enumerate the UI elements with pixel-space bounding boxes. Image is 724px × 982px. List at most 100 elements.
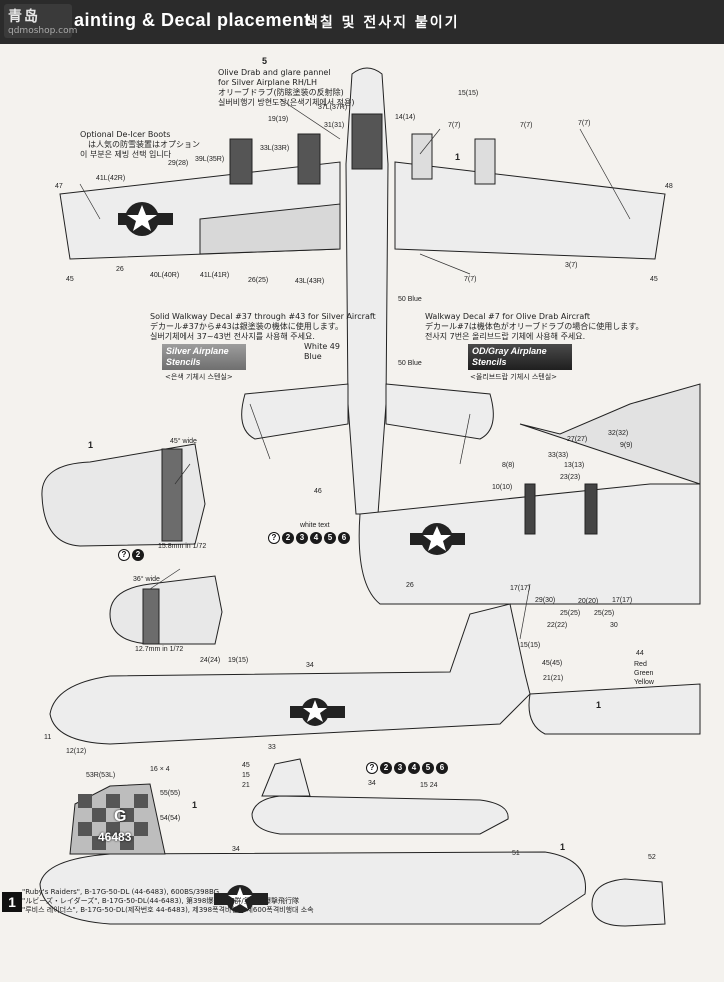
callout: 16 × 4 — [150, 766, 170, 773]
callout: 3(7) — [565, 262, 578, 269]
engine-nacelle-4 — [474, 138, 496, 185]
wide-45-label: 45° wide — [170, 438, 197, 445]
engine-nacelle-2 — [297, 133, 321, 185]
callout: 41L(42R) — [96, 175, 126, 182]
insignia-bottom-view — [214, 885, 268, 913]
white-blue-label: White 49 Blue — [304, 342, 340, 361]
callout: 44 — [636, 650, 644, 657]
silver-stencils-chip: Silver Airplane Stencils — [162, 344, 246, 370]
deicer-note: Optional De-Icer Boots は人気の防雪装置はオプション 이 … — [80, 130, 200, 159]
marker-5-nose: 1 — [560, 842, 566, 852]
engine-nacelle-1 — [229, 138, 253, 185]
callout: 32(32) — [608, 430, 629, 437]
glare-panel — [351, 113, 383, 170]
option-row-2: ? 2 — [118, 549, 144, 561]
callout: 45 — [66, 276, 74, 283]
callout: 25(25) — [594, 610, 615, 617]
site-logo: 青岛 qdmoshop.com — [4, 4, 77, 38]
option-marker: 4 — [310, 532, 322, 544]
marker-1-left: 1 — [88, 440, 94, 450]
callout: 15 — [242, 772, 250, 779]
option-marker: 5 — [324, 532, 336, 544]
right-wing — [394, 161, 666, 260]
callout: 20(20) — [578, 598, 599, 605]
callout: 45(45) — [542, 660, 563, 667]
callout: 19(19) — [268, 116, 289, 123]
left-tailplane — [241, 383, 349, 440]
callout: 11 — [44, 734, 52, 741]
option-marker: 3 — [296, 532, 308, 544]
callout: 15(15) — [458, 90, 479, 97]
deicer-detail-45 — [41, 443, 206, 547]
rgy-label: Red Green Yellow — [634, 661, 654, 686]
callout: 26(25) — [248, 277, 269, 284]
callout: 21(21) — [543, 675, 564, 682]
leader-lines — [79, 98, 631, 640]
silver-stencils-caption: <은색 기체시 스텐실> — [165, 373, 233, 381]
callout: 27(27) — [567, 436, 588, 443]
callout: 54(54) — [160, 815, 181, 822]
marker-5-top: 5 — [262, 56, 268, 66]
option-marker: ? — [118, 549, 130, 561]
marker-1-wing: 1 — [455, 152, 461, 162]
insignia-right-view — [410, 523, 465, 555]
callout: 17(17) — [612, 597, 633, 604]
option-marker: 4 — [408, 762, 420, 774]
callout: 34 — [368, 780, 376, 787]
callout: 51 — [512, 850, 520, 857]
side-view-middle — [49, 603, 531, 745]
callout: 33(33) — [548, 452, 569, 459]
callout: 33 — [268, 744, 276, 751]
callout: 34 — [306, 662, 314, 669]
callout: 8(8) — [502, 462, 515, 469]
callout: 43L(43R) — [295, 278, 325, 285]
od-stencils-chip: OD/Gray Airplane Stencils — [468, 344, 572, 370]
callout: 7(7) — [520, 122, 533, 129]
callout: 14(14) — [395, 114, 416, 121]
marker-1-right: 1 — [596, 700, 602, 710]
callout: 52 — [648, 854, 656, 861]
footer-line-ko: "루비스 레이더스", B-17G-50-DL(제작번호 44-6483), 제… — [22, 906, 314, 914]
callout: 33L(33R) — [260, 145, 290, 152]
engine-nacelle-3 — [411, 133, 433, 180]
callout: 26 — [406, 582, 414, 589]
option-marker: ? — [268, 532, 280, 544]
walkway-od-note: Walkway Decal #7 for Olive Drab Aircraft… — [425, 312, 644, 341]
callout: 23(23) — [560, 474, 581, 481]
option-marker: 3 — [394, 762, 406, 774]
callout: 31(31) — [324, 122, 345, 129]
callout: 13(13) — [564, 462, 585, 469]
callout: 45 — [650, 276, 658, 283]
olive-drab-note: Olive Drab and glare pannel for Silver A… — [218, 68, 355, 107]
blue50-label-b: 50 Blue — [398, 360, 422, 367]
right-tailplane — [385, 383, 494, 440]
callout: 22(22) — [547, 622, 568, 629]
option-marker: 2 — [380, 762, 392, 774]
page-title-korean: 색칠 및 전사지 붙이기 — [305, 15, 460, 31]
callout: 15 24 — [420, 782, 438, 789]
callout: 7(7) — [448, 122, 461, 129]
callout: 29(28) — [168, 160, 189, 167]
option-row-3: ? 2 3 4 5 6 — [366, 762, 448, 774]
option-marker: 2 — [132, 549, 144, 561]
callout: 34 — [232, 846, 240, 853]
insignia-middle-view — [290, 698, 345, 726]
marker-1-tail: 1 — [192, 800, 198, 810]
side-view-small — [251, 758, 509, 835]
footer-caption: "Ruby's Raiders", B-17G-50-DL (44-6483),… — [22, 888, 314, 915]
callout: 7(7) — [578, 120, 591, 127]
olive-panel-left — [199, 203, 341, 255]
callout: 19(15) — [228, 657, 249, 664]
tail-letter: G — [114, 808, 127, 825]
callout: 24(24) — [200, 657, 221, 664]
fuselage-top — [345, 67, 389, 515]
callout: 9(9) — [620, 442, 633, 449]
callout: 21 — [242, 782, 250, 789]
footer-line-jp: "ルビーズ・レイダーズ", B-17G-50-DL(44-6483), 第398… — [22, 897, 300, 905]
callout: 15(15) — [520, 642, 541, 649]
logo-text: 青岛 — [8, 9, 40, 25]
tail-serial: 46483 — [98, 830, 132, 844]
option-marker: 5 — [422, 762, 434, 774]
checker-tail — [78, 794, 148, 850]
callout: 48 — [665, 183, 673, 190]
